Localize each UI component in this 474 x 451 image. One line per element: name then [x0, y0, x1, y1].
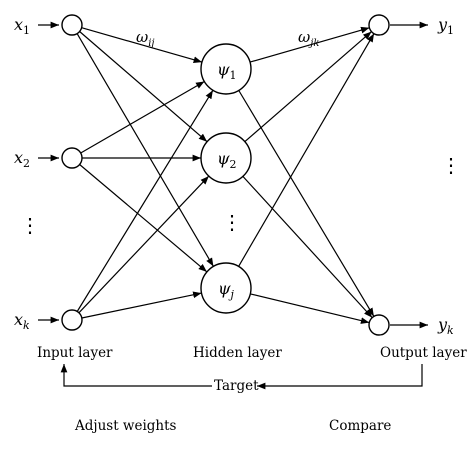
- edge-hidden-2-output-1: [250, 293, 370, 324]
- feedback-compare-path: [257, 364, 423, 390]
- edge-input-0-hidden-2: [76, 33, 214, 267]
- edge-input-0-hidden-1: [79, 31, 208, 143]
- compare-label: Compare: [329, 418, 391, 434]
- output-node-k: [368, 314, 390, 336]
- edge-input-0-hidden-0: [81, 27, 203, 64]
- target-label: Target: [214, 378, 259, 394]
- hidden-ellipsis: ⋮: [222, 210, 242, 234]
- connection-lines: [76, 26, 375, 324]
- edge-hidden-1-output-1: [242, 175, 373, 319]
- hidden-label-j: ψj: [218, 279, 235, 301]
- input-node-k: [61, 309, 83, 331]
- hidden-label-1: ψ1: [217, 60, 237, 82]
- output-layer-label: Output layer: [380, 345, 467, 361]
- edge-input-1-hidden-2: [79, 164, 208, 273]
- output-layer-nodes: [368, 14, 390, 336]
- hidden-layer-label: Hidden layer: [193, 345, 282, 361]
- input-label-k: xk: [14, 310, 30, 332]
- input-layer-nodes: [61, 14, 83, 331]
- edge-input-1-hidden-0: [80, 80, 205, 154]
- output-label-k: yk: [437, 315, 454, 337]
- input-node-2: [61, 147, 83, 169]
- hidden-node-2: [200, 132, 252, 184]
- edge-hidden-0-output-1: [238, 90, 375, 317]
- feedback-return-path: [60, 364, 212, 387]
- output-label-1: y1: [437, 15, 454, 37]
- edge-input-2-hidden-2: [81, 291, 202, 319]
- input-node-1: [61, 14, 83, 36]
- edge-hidden-0-output-0: [249, 26, 370, 63]
- input-label-2: x2: [14, 148, 30, 170]
- weight-label-ij: ωij: [136, 28, 155, 49]
- hidden-node-j: [200, 262, 252, 314]
- hidden-layer-nodes: [200, 43, 252, 314]
- edge-hidden-1-output-0: [244, 31, 372, 143]
- input-label-1: x1: [14, 15, 30, 37]
- edge-input-2-hidden-0: [76, 89, 214, 312]
- weight-label-jk: ωjk: [298, 28, 319, 49]
- input-arrows: [38, 21, 59, 324]
- output-arrows: [390, 21, 428, 329]
- adjust-weights-label: Adjust weights: [74, 418, 177, 434]
- hidden-label-2: ψ2: [217, 149, 237, 171]
- edge-hidden-2-output-0: [238, 33, 375, 267]
- output-ellipsis: ⋮: [441, 153, 461, 177]
- input-layer-label: Input layer: [37, 345, 113, 361]
- output-node-1: [368, 14, 390, 36]
- hidden-node-1: [200, 43, 252, 95]
- input-ellipsis: ⋮: [20, 213, 40, 237]
- edge-input-2-hidden-1: [78, 175, 210, 314]
- feedback-loop: [60, 364, 423, 390]
